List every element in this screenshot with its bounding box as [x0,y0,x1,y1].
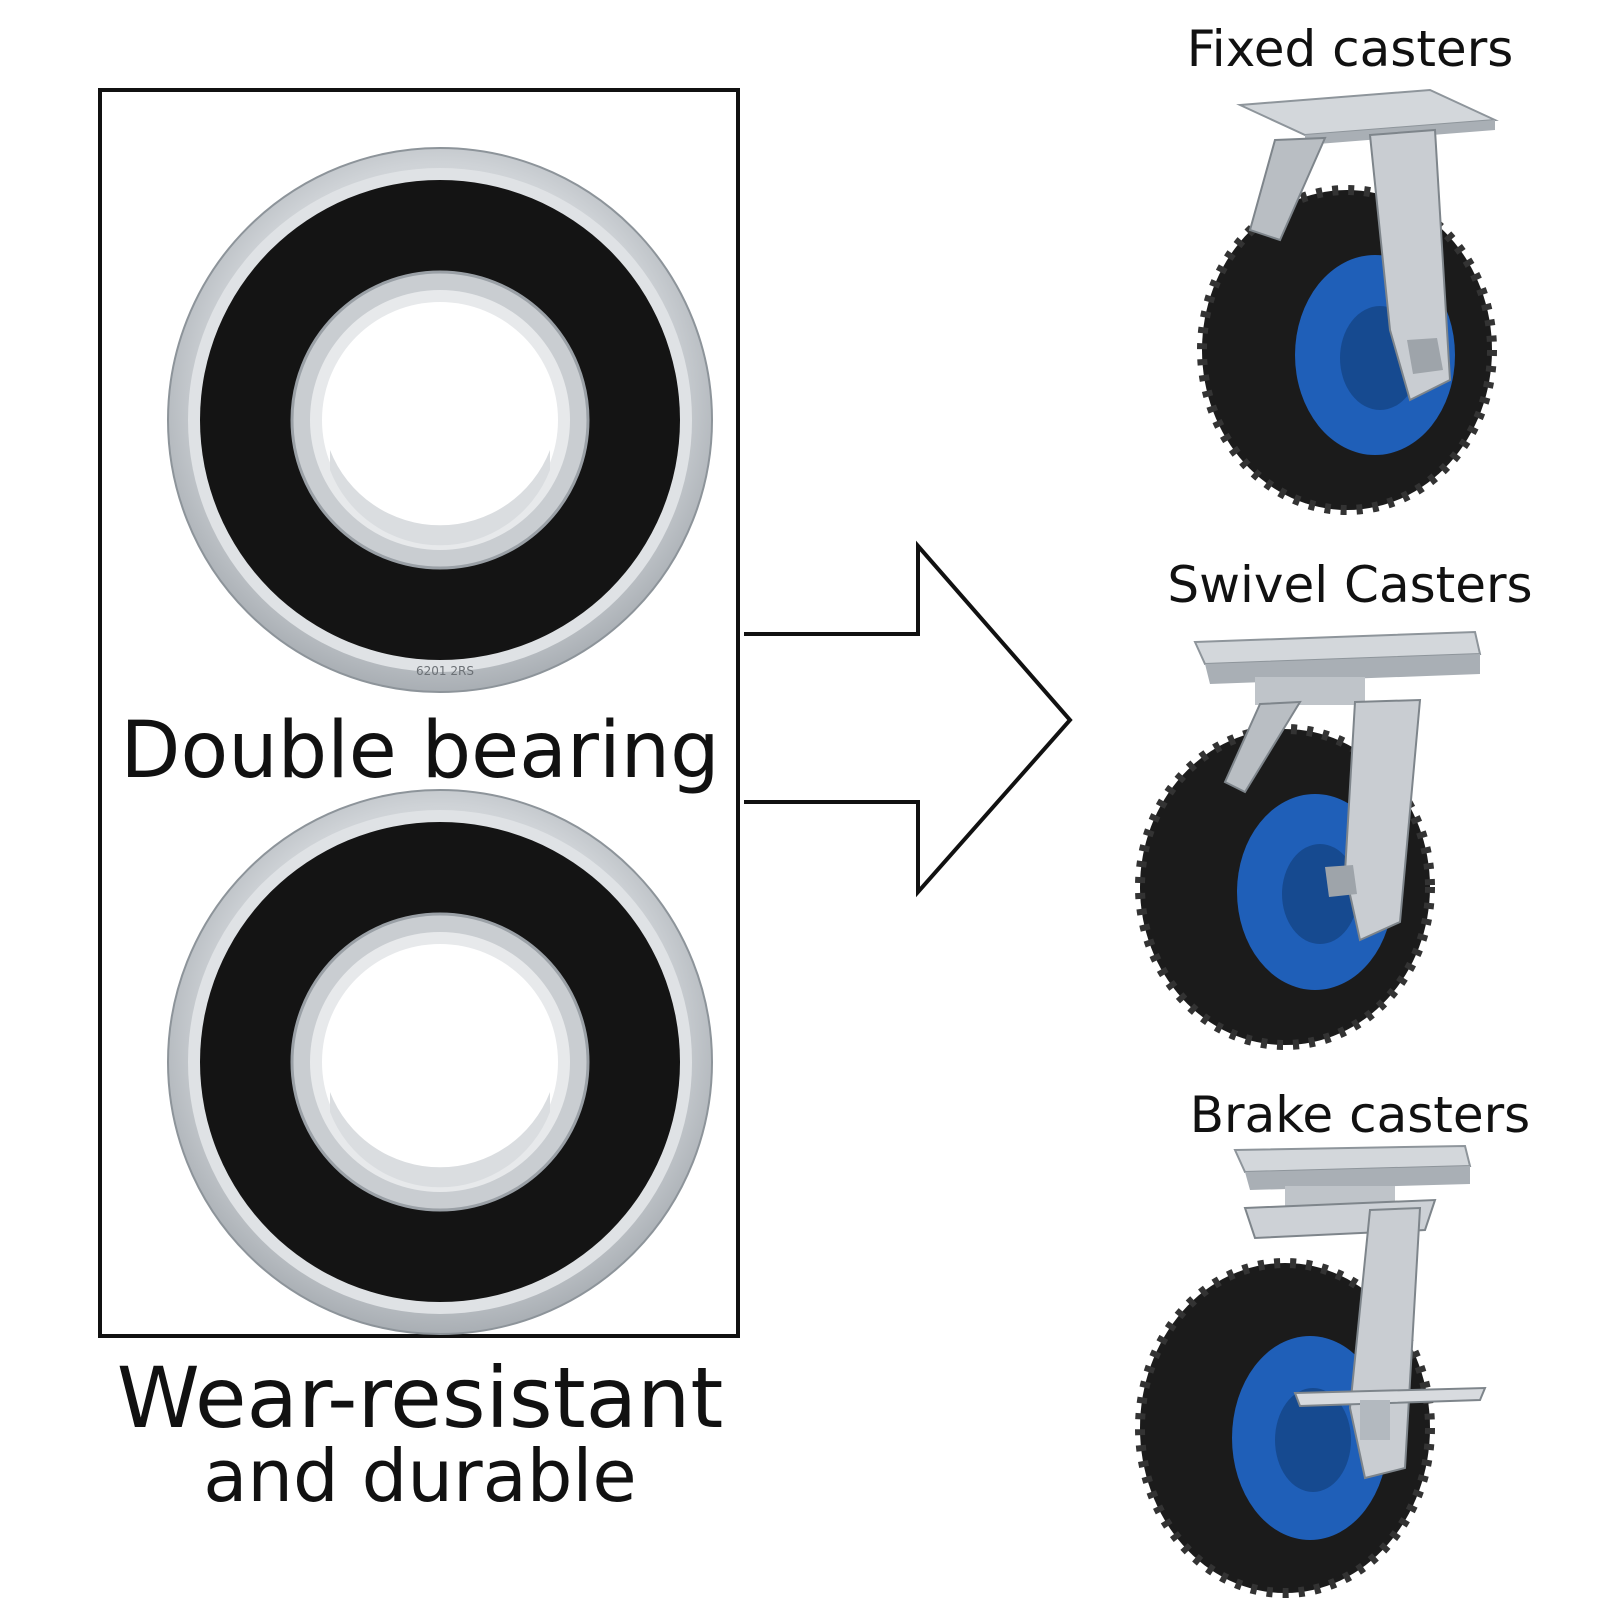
brake-casters-label: Brake casters [1189,1086,1531,1144]
bearing-bottom [167,789,713,1335]
swivel-caster-image [1135,630,1482,1050]
bearing-marking: 6201 2RS [416,664,474,678]
fixed-casters-label: Fixed casters [1186,20,1514,78]
brake-caster-image [1135,1144,1487,1598]
double-bearing-title: Double bearing [120,706,720,796]
caption-line-2: and durable [203,1434,637,1518]
swivel-casters-label: Swivel Casters [1167,556,1533,614]
right-arrow-icon [744,540,1073,898]
fixed-caster-image [1197,88,1499,515]
caption-line-1: Wear-resistant [116,1349,724,1447]
bearing-top: 6201 2RS [167,147,713,693]
